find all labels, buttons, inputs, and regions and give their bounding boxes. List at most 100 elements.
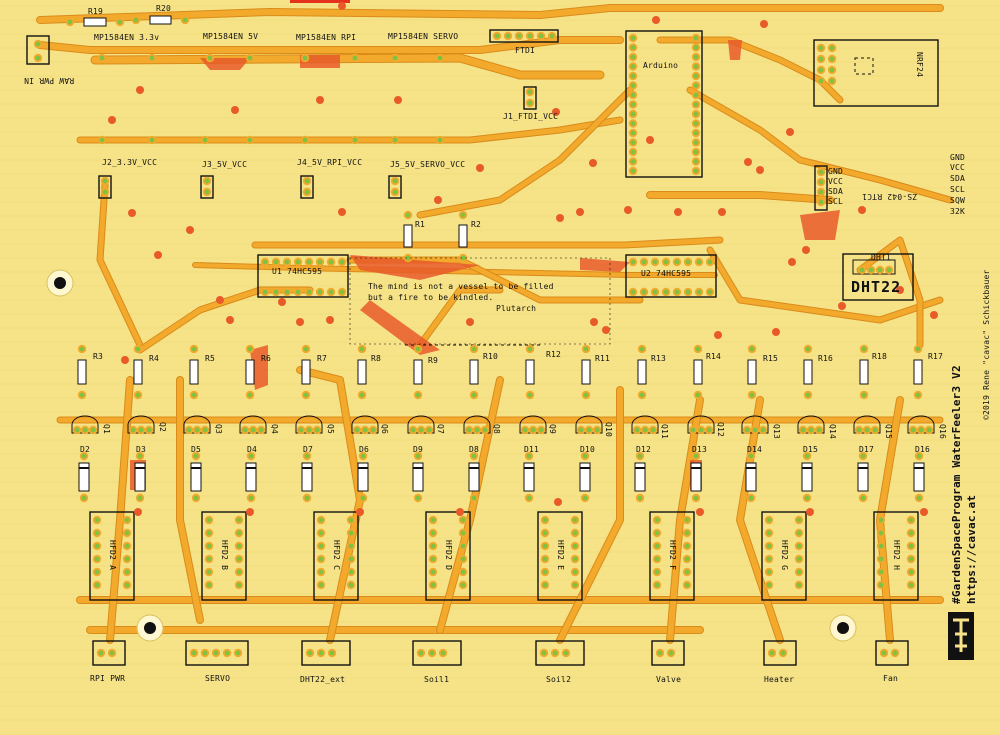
pad-arduino-r7 [693,102,699,107]
pad-rrow-b5 [359,392,365,398]
arduino-module [625,30,703,178]
logo-glyph [953,618,969,652]
pad-rpi-pwr-1 [109,650,115,656]
pad-regulator-in-4 [302,137,308,143]
label-d16: D16 [915,445,931,454]
diode-6 [412,462,424,492]
diode-5 [357,462,369,492]
via-19 [744,158,752,166]
pad-relay2-r1 [348,530,354,536]
trace-shift-bus [252,237,723,248]
pad-relay7-l0 [878,517,884,523]
pad-u2-b6 [696,289,702,295]
pad-dht22-ext-1 [318,650,324,656]
resistor-row-10 [637,359,647,385]
pad-rrow-t8 [527,346,533,352]
resistor-row-5 [357,359,367,385]
dht22-pinbox [852,259,896,275]
label-q15: Q15 [884,424,893,440]
via-44 [136,86,144,94]
via-24 [858,206,866,214]
pad-relay6-r3 [796,556,802,562]
pad-relay2-r2 [348,543,354,549]
pad-relay2-l1 [318,530,324,536]
diode-13 [801,462,813,492]
pad-relay4-l3 [542,556,548,562]
pad-relay0-l4 [94,569,100,575]
pad-q2c [202,427,208,433]
label-fan: Fan [883,674,899,683]
label-rtc-scl: SCL [950,185,966,194]
pad-d12b [748,495,754,501]
pad-q12a [744,427,750,433]
label-ftdi: FTDI [515,46,536,55]
pad-q15a [910,427,916,433]
via-3 [186,226,194,234]
pad-relay3-r1 [460,530,466,536]
pad-servo-3 [224,650,230,656]
pad-regulator-in-1 [149,137,155,143]
pad-arduino-r4 [693,73,699,79]
pad-arduino-r10 [693,130,699,136]
pad-regulator-in-7 [437,137,443,143]
pad-relay1-l5 [206,582,212,588]
pad-q3c [258,427,264,433]
resistor-row-9 [581,359,591,385]
pad-servo-0 [191,650,197,656]
pad-rrow-b6 [415,392,421,398]
pad-d4a [304,453,310,459]
pad-d13b [804,495,810,501]
pad-q9a [578,427,584,433]
pad-relay5-r2 [684,543,690,549]
board-edge-marker [290,0,350,3]
pad-rrow-t11 [695,346,701,352]
pad-rrow-b10 [639,392,645,398]
pad-arduino-r11 [693,140,699,145]
pad-arduino-l3 [630,64,636,69]
pad-arduino-r2 [693,54,699,60]
label-rtc-gnd: GND [950,153,966,162]
pad-rrow-t5 [359,346,365,352]
label-relay-g: HFD2 G [780,540,789,571]
label-d4: D4 [247,445,258,454]
pad-q0a [74,427,80,433]
connector-servo [185,640,249,666]
connector-valve [651,640,685,666]
label-q4: Q4 [270,424,279,435]
pad-soil1-1 [429,650,435,656]
pad-relay2-r5 [348,582,354,588]
pad-rrow-t6 [415,346,421,352]
pad-relay3-r3 [460,556,466,562]
pad-relay5-r1 [684,530,690,536]
via-40 [806,508,814,516]
label-r2: R2 [471,220,482,229]
shift-register-u1 [257,254,349,298]
via-18 [718,208,726,216]
label-dht-ref: DHT1 [871,253,892,262]
pad-relay4-r3 [572,556,578,562]
pad-d12a [748,453,754,459]
pad-rrow-t10 [639,346,645,352]
pad-arduino-r0 [693,35,699,41]
relay-5 [649,511,695,601]
pad-relay7-r3 [908,556,914,562]
pad-d0a [81,453,87,459]
label-relay-b: HFD2 B [220,540,229,571]
label-r15: R15 [763,354,779,363]
pad-rrow-t0 [79,346,85,352]
via-31 [590,318,598,326]
pad-relay7-r2 [908,543,914,549]
connector-soil1 [412,640,462,666]
pad-jumper-1a [204,178,210,184]
pad-valve-0 [657,650,663,656]
label-r14: R14 [706,352,722,361]
label-q3: Q3 [214,424,223,435]
pad-u1-b7 [339,289,345,295]
label-d14: D14 [747,445,763,454]
pad-relay2-l5 [318,582,324,588]
pad-r20-a [133,17,139,23]
pad-u2-b3 [663,289,669,295]
copper-reg3 [300,55,340,68]
pad-q4b [306,427,312,433]
transistor-10 [631,415,659,434]
